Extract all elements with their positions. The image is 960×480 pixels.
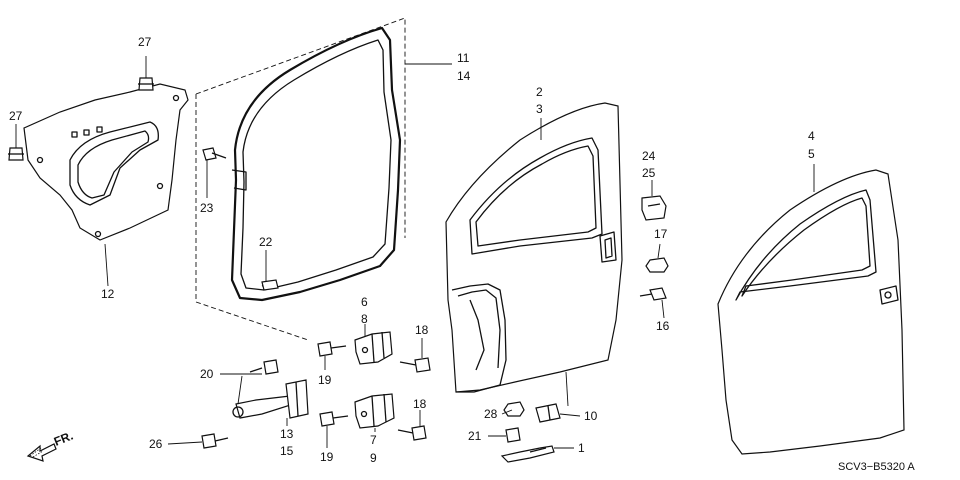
part-18-bolt-lower — [397, 425, 427, 441]
part-17-nut — [645, 257, 669, 273]
part-18-bolt-upper — [399, 357, 431, 373]
part-11-weatherstrip — [195, 17, 406, 341]
part-2-door-shell — [445, 102, 623, 393]
callout-4: 4 — [808, 129, 815, 143]
callout-19-upper: 19 — [318, 373, 332, 387]
diagram-code: SCV3−B5320 A — [838, 461, 915, 473]
part-23-bolt — [202, 147, 227, 161]
callout-24: 24 — [642, 149, 656, 163]
callout-14: 14 — [457, 69, 471, 83]
callout-5: 5 — [808, 147, 815, 161]
callout-11: 11 — [457, 51, 470, 65]
callout-23: 23 — [200, 201, 214, 215]
part-13-door-checker — [232, 379, 309, 419]
callout-27-upper: 27 — [138, 35, 152, 49]
leader-lines — [15, 56, 815, 449]
part-19-bolt-lower — [319, 411, 349, 427]
callout-18-lower: 18 — [413, 397, 427, 411]
callout-25: 25 — [642, 166, 656, 180]
part-4-door-skin — [717, 169, 905, 455]
part-20-bolt — [249, 359, 279, 375]
callout-15: 15 — [280, 444, 294, 458]
part-28-nut — [503, 401, 525, 417]
callout-20: 20 — [200, 367, 214, 381]
callout-26: 26 — [149, 437, 163, 451]
callout-16: 16 — [656, 319, 670, 333]
callout-12: 12 — [101, 287, 115, 301]
part-27-clip-upper — [138, 77, 154, 91]
callout-9: 9 — [370, 451, 377, 465]
part-19-bolt-upper — [317, 341, 347, 357]
part-26-bolt — [201, 433, 229, 449]
part-10-stopper — [535, 403, 561, 423]
direction-label: FR. — [52, 429, 75, 449]
callouts: 27 27 12 11 14 23 22 2 3 4 5 24 25 17 16… — [9, 35, 815, 465]
callout-21: 21 — [468, 429, 482, 443]
callout-19-lower: 19 — [320, 450, 334, 464]
callout-6: 6 — [361, 295, 368, 309]
callout-18-upper: 18 — [415, 323, 429, 337]
part-21-bolt — [505, 427, 521, 443]
part-6-upper-hinge — [354, 331, 393, 365]
callout-1: 1 — [578, 441, 585, 455]
part-1-cable — [500, 445, 555, 463]
callout-10: 10 — [584, 409, 598, 423]
callout-7: 7 — [370, 433, 377, 447]
callout-28: 28 — [484, 407, 498, 421]
part-12-panel — [23, 83, 189, 241]
part-7-lower-hinge — [354, 393, 395, 429]
callout-3: 3 — [536, 102, 543, 116]
callout-17: 17 — [654, 227, 668, 241]
part-27-clip-left — [8, 147, 24, 161]
callout-13: 13 — [280, 427, 294, 441]
callout-2: 2 — [536, 85, 543, 99]
callout-8: 8 — [361, 312, 368, 326]
part-16-bolt — [639, 287, 667, 301]
callout-22: 22 — [259, 235, 273, 249]
part-22-clip — [261, 279, 279, 291]
part-24-bracket — [641, 195, 667, 221]
front-direction-arrow: FR. — [26, 429, 75, 462]
callout-27-left: 27 — [9, 109, 23, 123]
